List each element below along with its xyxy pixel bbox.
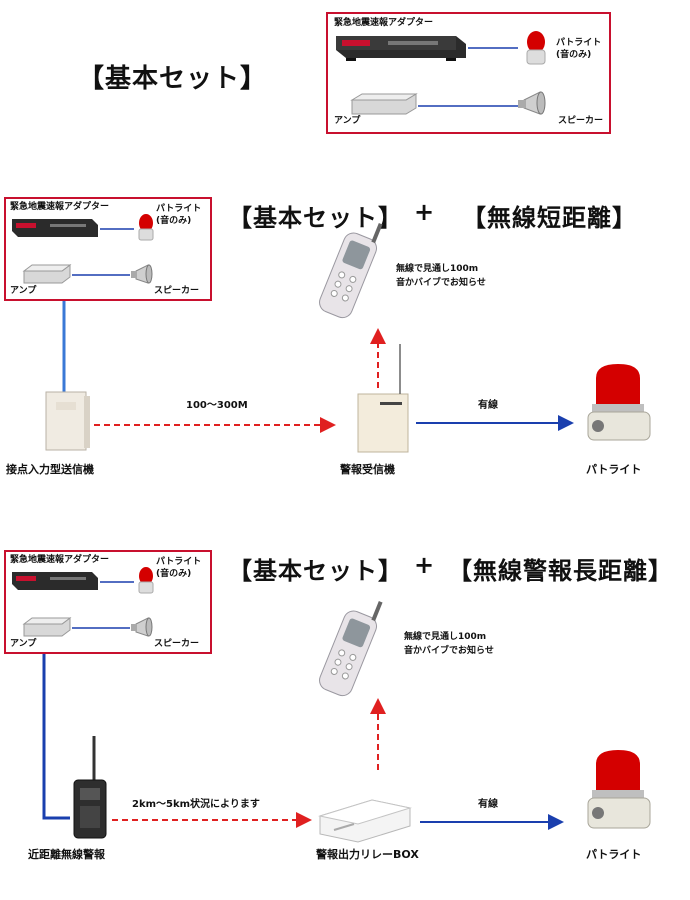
section3-heading-right: 【無線警報長距離】 [448,557,673,585]
section2-range-label: 100〜300M [186,400,248,411]
section2-basic-devices [12,214,154,284]
section3-phone-note-line2: 音かバイブでお知らせ [404,646,494,656]
speaker-label: スピーカー [154,286,200,296]
mobile-phone-icon [319,601,383,697]
patlite-large-icon [587,364,651,441]
section3-patlite-label: パトライト [586,848,642,861]
speaker-label: スピーカー [154,639,200,649]
speaker-device-icon [518,91,546,115]
patlite-label: パトライト [556,38,602,48]
section2-basic-set-box: 緊急地震速報アダプター パトライト (音のみ) アンプ スピーカー [4,197,212,301]
relay-box-icon [318,799,412,843]
transmitter-device-icon [45,391,90,451]
amp-label: アンプ [334,116,361,126]
section2-heading-right: 【無線短距離】 [462,204,637,232]
transmitter-label: 接点入力型送信機 [6,463,94,476]
section2-patlite-label: パトライト [586,463,642,476]
patlite-small-icon [138,567,154,594]
adapter-label: 緊急地震速報アダプター [10,202,110,212]
section3-basic-devices [12,567,154,637]
handheld-radio-icon [73,736,107,839]
section3-basic-set-box: 緊急地震速報アダプター パトライト (音のみ) アンプ スピーカー [4,550,212,654]
section3-heading-left: 【基本セット】 [228,557,403,585]
section3-plus: + [414,551,436,579]
section2-phone-note-line2: 音かバイブでお知らせ [396,278,486,288]
receiver-label: 警報受信機 [340,463,395,476]
section2-heading-left: 【基本セット】 [228,204,403,232]
section3-range-label: 2km〜5km状況によります [132,799,260,810]
section1-basic-set-box: 緊急地震速報アダプター パトライト (音のみ) アンプ スピーカー [326,12,611,134]
patlite-small-icon [138,214,154,241]
section1-heading: 【基本セット】 [78,64,268,94]
receiver-device-icon [357,344,409,453]
section2-phone-note-line1: 無線で見通し100m [396,264,479,274]
patlite-label: パトライト [156,557,202,567]
amp-label: アンプ [10,286,37,296]
section2-plus: + [414,198,436,226]
section1-devices [336,31,546,115]
adapter-label: 緊急地震速報アダプター [10,555,110,565]
speaker-device-icon [131,617,153,637]
adapter-device-icon [12,572,98,590]
patlite-label: パトライト [156,204,202,214]
patlite-sub-label: (音のみ) [156,216,192,226]
amp-device-icon [22,617,72,637]
amp-label: アンプ [10,639,37,649]
patlite-sub-label: (音のみ) [556,50,592,60]
adapter-device-icon [12,219,98,237]
speaker-device-icon [131,264,153,284]
adapter-device-icon [336,36,466,61]
section2-wired-label: 有線 [478,400,498,411]
amp-device-icon [22,264,72,284]
speaker-label: スピーカー [558,116,604,126]
radio-label: 近距離無線警報 [28,848,105,861]
amp-device-icon [350,93,418,115]
patlite-small-icon [526,31,546,65]
relay-label: 警報出力リレーBOX [316,848,419,861]
adapter-label: 緊急地震速報アダプター [334,18,434,28]
section3-phone-note-line1: 無線で見通し100m [404,632,487,642]
patlite-sub-label: (音のみ) [156,569,192,579]
section3-wired-label: 有線 [478,799,498,810]
patlite-large-icon [587,750,651,829]
